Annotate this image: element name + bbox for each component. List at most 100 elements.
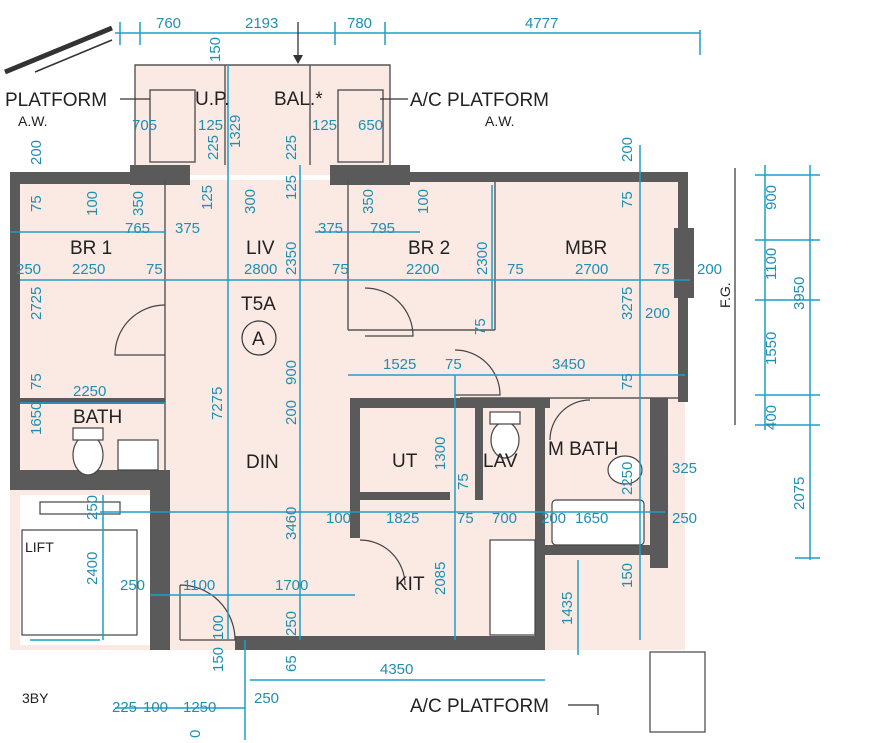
balcony-fill [135, 65, 390, 175]
dim-250c: 250 [120, 577, 145, 594]
dim-250d: 250 [254, 690, 279, 707]
room-label-bath: BATH [73, 407, 122, 428]
kitchen-counter [489, 539, 536, 636]
dim-v-2725: 2725 [28, 287, 45, 320]
dim-v-75a: 75 [28, 195, 45, 212]
mbath-wall-right [650, 398, 668, 568]
callout-aw-right: A.W. [485, 113, 515, 129]
dim-v-250a: 250 [84, 495, 101, 520]
dimension-lines [10, 22, 820, 740]
bottom-wall [235, 636, 545, 650]
dim-650: 650 [358, 117, 383, 134]
dim-75b: 75 [332, 261, 349, 278]
lav-tank [489, 411, 521, 425]
dim-250b: 250 [672, 510, 697, 527]
mbath-toilet [607, 455, 643, 485]
callout-platform-left: PLATFORM [5, 90, 107, 111]
lift-button-panel [39, 501, 121, 515]
unit-marker-circle [241, 320, 277, 356]
dim-v-350b: 350 [360, 189, 377, 214]
lav-wall [475, 400, 483, 500]
dim-r-2075: 2075 [791, 477, 808, 510]
dim-75d: 75 [653, 261, 670, 278]
dim-v-100b: 100 [415, 189, 432, 214]
room-label-bal: BAL.* [274, 89, 323, 110]
dim-375a: 375 [175, 220, 200, 237]
dim-v-75b: 75 [619, 191, 636, 208]
lift-wall-right [150, 480, 170, 650]
dim-4350: 4350 [380, 661, 413, 678]
bath-tank [72, 427, 104, 441]
dim-1650: 1650 [575, 510, 608, 527]
mbath-wall-bottom [540, 545, 665, 555]
dim-v-150: 150 [207, 37, 224, 62]
callout-fg: F.G. [717, 282, 733, 308]
dim-v-125d: 125 [283, 175, 300, 200]
br1-door [114, 304, 166, 356]
dim-200a: 200 [697, 261, 722, 278]
room-label-lobby-partial: 3BY [22, 690, 49, 706]
dim-75c: 75 [507, 261, 524, 278]
right-window-block [674, 228, 694, 298]
dim-r-900: 900 [763, 185, 780, 210]
dim-v-65: 65 [283, 655, 300, 672]
callout-ac-platform-bottom: A/C PLATFORM [410, 696, 549, 717]
kitchen-wall-left [350, 398, 360, 538]
dim-225: 225 [112, 699, 137, 716]
dim-3450: 3450 [552, 356, 585, 373]
dim-1100: 1100 [183, 577, 215, 594]
dim-v-150b: 150 [210, 647, 227, 672]
room-label-din: DIN [246, 452, 279, 473]
dim-v-3460: 3460 [283, 507, 300, 540]
vertical-dimension-labels: 150 1329 225 225 200 200 125 125 75 100 … [28, 37, 808, 738]
balcony-arrowhead [293, 55, 303, 64]
corner-diagonal-outer [4, 25, 113, 75]
dim-1825: 1825 [386, 510, 419, 527]
dim-v-2300: 2300 [474, 242, 491, 275]
dim-2700: 2700 [575, 261, 608, 278]
dim-v-100c: 100 [210, 615, 227, 640]
dim-200b: 200 [645, 305, 670, 322]
dim-v-1329: 1329 [227, 115, 244, 148]
left-ac-box [149, 89, 196, 163]
room-label-mbath: M BATH [548, 439, 618, 460]
dim-v-2350: 2350 [283, 242, 300, 275]
dim-125b: 125 [312, 117, 337, 134]
dim-r-1100: 1100 [763, 248, 780, 280]
dim-75e: 75 [445, 356, 462, 373]
dim-100b: 100 [143, 699, 168, 716]
entrance-door [179, 584, 236, 641]
dim-v-75d: 75 [28, 373, 45, 390]
dim-v-125c: 125 [199, 185, 216, 210]
dim-r-400: 400 [763, 405, 780, 430]
dim-325: 325 [672, 460, 697, 477]
dim-v-2250: 2250 [619, 462, 636, 495]
dim-v-2085: 2085 [432, 562, 449, 595]
kitchen-door [359, 539, 406, 586]
bottom-right-outline [649, 651, 706, 733]
bath-basin [117, 439, 159, 471]
top-wall-left [10, 172, 130, 184]
dim-705: 705 [132, 117, 157, 134]
dim-v-225b: 225 [283, 135, 300, 160]
dim-250a: 250 [16, 261, 41, 278]
dim-100a: 100 [326, 510, 351, 527]
dim-v-200c: 200 [283, 400, 300, 425]
kitchen-wall-right [535, 400, 545, 640]
dim-1525: 1525 [383, 356, 416, 373]
mbath-door [549, 399, 591, 441]
bath-toilet [72, 434, 104, 476]
bath-wall [15, 398, 165, 404]
callout-aw-left: A.W. [18, 113, 48, 129]
left-wall [10, 180, 20, 470]
dim-v-75e: 75 [619, 373, 636, 390]
dim-v-300: 300 [242, 189, 259, 214]
dim-v-7275: 7275 [209, 387, 226, 420]
dim-760: 760 [156, 15, 181, 32]
mbr-door [454, 349, 501, 396]
dim-765: 765 [125, 220, 150, 237]
dim-v-75c: 75 [472, 318, 489, 335]
dim-780: 780 [347, 15, 372, 32]
dim-v-75f: 75 [455, 473, 472, 490]
